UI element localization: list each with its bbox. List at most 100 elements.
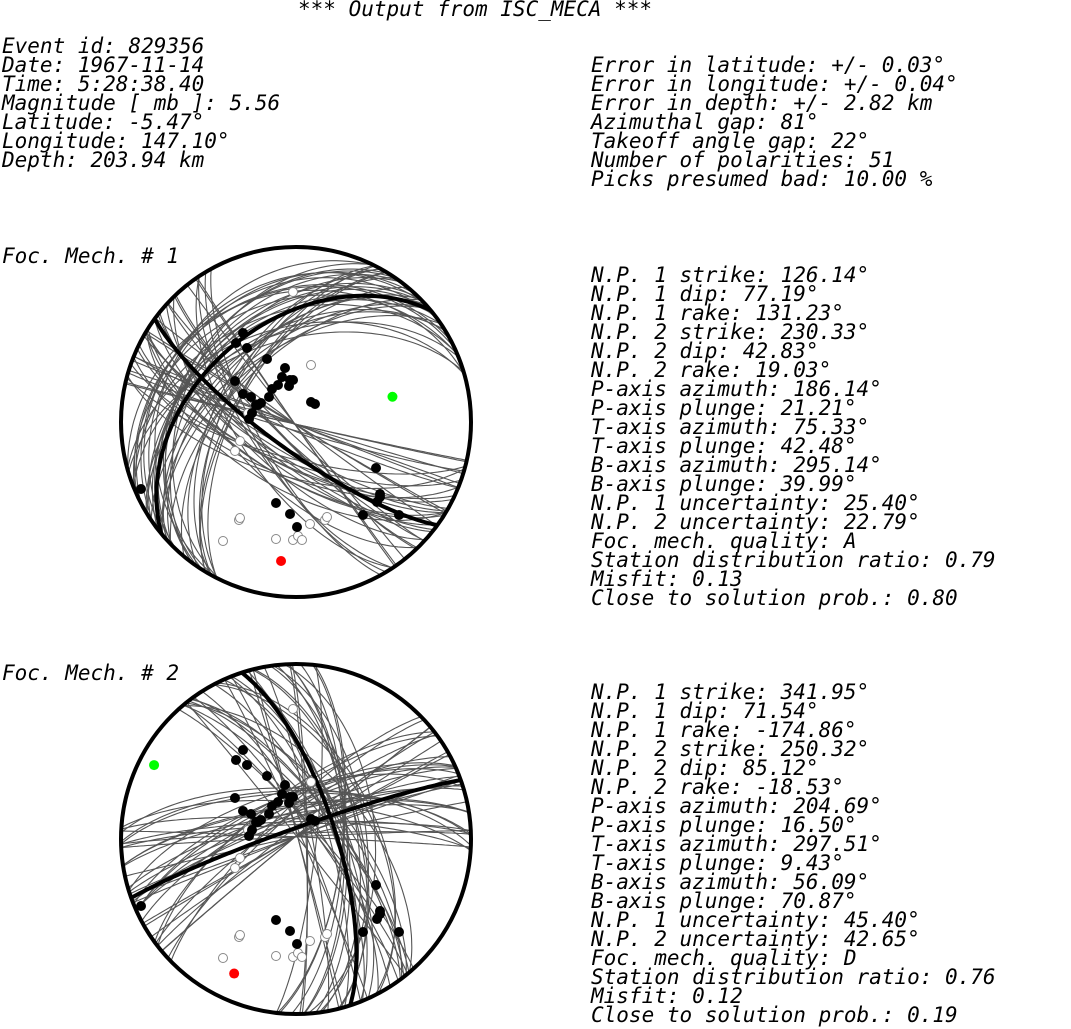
event-longitude: Longitude: 147.10°	[2, 129, 230, 153]
compression-polarity	[231, 338, 241, 348]
event-latitude: Latitude: -5.47°	[2, 110, 205, 134]
dilatation-polarity	[297, 535, 307, 545]
uncertainty-plane-line	[223, 679, 375, 999]
compression-polarity	[371, 880, 381, 890]
compression-polarity	[285, 926, 295, 936]
uncertainty-plane-line	[287, 664, 348, 1014]
uncertainty-plane-line	[144, 332, 447, 512]
uncertainty-plane-line	[154, 260, 376, 579]
uncertainty-plane-line	[161, 726, 431, 952]
uncertainty-planes	[125, 260, 467, 580]
uncertainty-plane-line	[147, 299, 442, 521]
mech-1-param: N.P. 2 rake: 19.03°	[591, 358, 832, 382]
compression-polarity	[277, 372, 287, 382]
compression-polarity	[231, 755, 241, 765]
focal-mechanism-2-params: N.P. 1 strike: 341.95°N.P. 1 dip: 71.54°…	[591, 680, 996, 1027]
mech-1-param: N.P. 1 dip: 77.19°	[591, 282, 819, 306]
uncertainty-plane-line	[289, 664, 308, 1014]
mech-1-param: B-axis azimuth: 295.14°	[591, 453, 882, 477]
dilatation-polarity	[235, 853, 245, 863]
uncertainty-plane-line	[169, 298, 422, 545]
compression-polarity	[244, 414, 254, 424]
compression-polarity	[267, 801, 277, 811]
uncertainty-plane-line	[164, 273, 400, 564]
compression-polarity	[292, 939, 302, 949]
uncertainty-plane-line	[121, 831, 471, 845]
uncertainty-plane-line	[150, 315, 441, 521]
mech-1-param: T-axis plunge: 42.48°	[591, 434, 857, 458]
uncertainty-plane-line	[140, 277, 438, 526]
uncertainty-plane-line	[127, 372, 464, 472]
uncertainty-plane-line	[142, 754, 450, 924]
mech-2-param: Close to solution prob.: 0.19	[591, 1003, 958, 1027]
uncertainty-plane-line	[288, 664, 345, 1014]
mech-1-param: N.P. 2 strike: 230.33°	[591, 320, 870, 344]
mech-2-param: T-axis plunge: 9.43°	[591, 851, 844, 875]
dilatation-polarity	[271, 534, 281, 544]
picks-presumed-bad: Picks presumed bad: 10.00 %	[591, 167, 933, 191]
mech-1-param: Close to solution prob.: 0.80	[591, 586, 958, 610]
compression-polarity	[230, 793, 240, 803]
dilatation-polarity	[218, 536, 228, 546]
mech-1-param: N.P. 2 dip: 42.83°	[591, 339, 819, 363]
uncertainty-plane-line	[204, 271, 387, 573]
uncertainty-plane-line	[121, 799, 471, 851]
error-info: Error in latitude: +/- 0.03° Error in lo…	[591, 55, 958, 191]
uncertainty-plane-line	[291, 664, 309, 1014]
uncertainty-plane-line	[155, 734, 437, 944]
compression-polarity	[285, 509, 295, 519]
compression-polarity	[292, 522, 302, 532]
dilatation-polarity	[288, 704, 298, 714]
event-info: Event id: 829356 Date: 1967-11-14 Time: …	[2, 36, 280, 171]
uncertainty-plane-line	[201, 265, 375, 579]
dilatation-polarity	[230, 863, 240, 873]
uncertainty-plane-line	[161, 305, 430, 535]
mech-1-param: N.P. 1 strike: 126.14°	[591, 263, 870, 287]
compression-polarity	[242, 343, 252, 353]
uncertainty-plane-line	[154, 288, 429, 537]
compression-polarity	[264, 392, 274, 402]
mech-2-param: Misfit: 0.12	[591, 984, 743, 1008]
compression-polarity	[280, 363, 290, 373]
azimuthal-gap: Azimuthal gap: 81°	[591, 110, 819, 134]
error-longitude: Error in longitude: +/- 0.04°	[591, 72, 958, 96]
uncertainty-plane-line	[291, 664, 345, 1014]
page-title: *** Output from ISC_MECA ***	[298, 0, 653, 21]
compression-polarity	[238, 328, 248, 338]
compression-polarity	[277, 789, 287, 799]
uncertainty-plane-line	[213, 683, 396, 994]
compression-polarity	[136, 484, 146, 494]
compression-polarity	[246, 809, 256, 819]
mech-1-param: Station distribution ratio: 0.79	[591, 548, 996, 572]
uncertainty-plane-line	[178, 708, 415, 969]
dilatation-polarity	[322, 929, 332, 939]
mech-2-param: Foc. mech. quality: D	[591, 946, 857, 970]
uncertainty-plane-line	[127, 787, 465, 889]
mech-2-param: T-axis azimuth: 297.51°	[591, 832, 882, 856]
mech-2-param: N.P. 1 strike: 341.95°	[591, 680, 870, 704]
uncertainty-plane-line	[133, 321, 459, 488]
mech-2-param: N.P. 1 dip: 71.54°	[591, 699, 819, 723]
compression-polarity	[262, 771, 272, 781]
mech-1-param: N.P. 2 uncertainty: 22.79°	[591, 510, 920, 534]
compression-polarity	[267, 384, 277, 394]
compression-polarity	[288, 792, 298, 802]
p-axis-marker	[276, 556, 287, 567]
compression-polarity	[238, 745, 248, 755]
compression-polarity	[358, 927, 368, 937]
compression-polarity	[394, 510, 404, 520]
nodal-plane-1	[240, 671, 359, 1006]
dilatation-polarity	[235, 930, 245, 940]
uncertainty-plane-line	[164, 268, 390, 571]
mech-1-param: Foc. mech. quality: A	[591, 529, 857, 553]
uncertainty-plane-line	[169, 277, 401, 563]
beachball-outline	[119, 662, 473, 1016]
uncertainty-plane-line	[121, 790, 471, 843]
mech-1-param: P-axis azimuth: 186.14°	[591, 377, 882, 401]
uncertainty-planes	[121, 664, 471, 1014]
nodal-plane-2	[130, 778, 462, 900]
compression-polarity	[246, 392, 256, 402]
uncertainty-plane-line	[278, 664, 346, 1014]
compression-polarity	[288, 375, 298, 385]
